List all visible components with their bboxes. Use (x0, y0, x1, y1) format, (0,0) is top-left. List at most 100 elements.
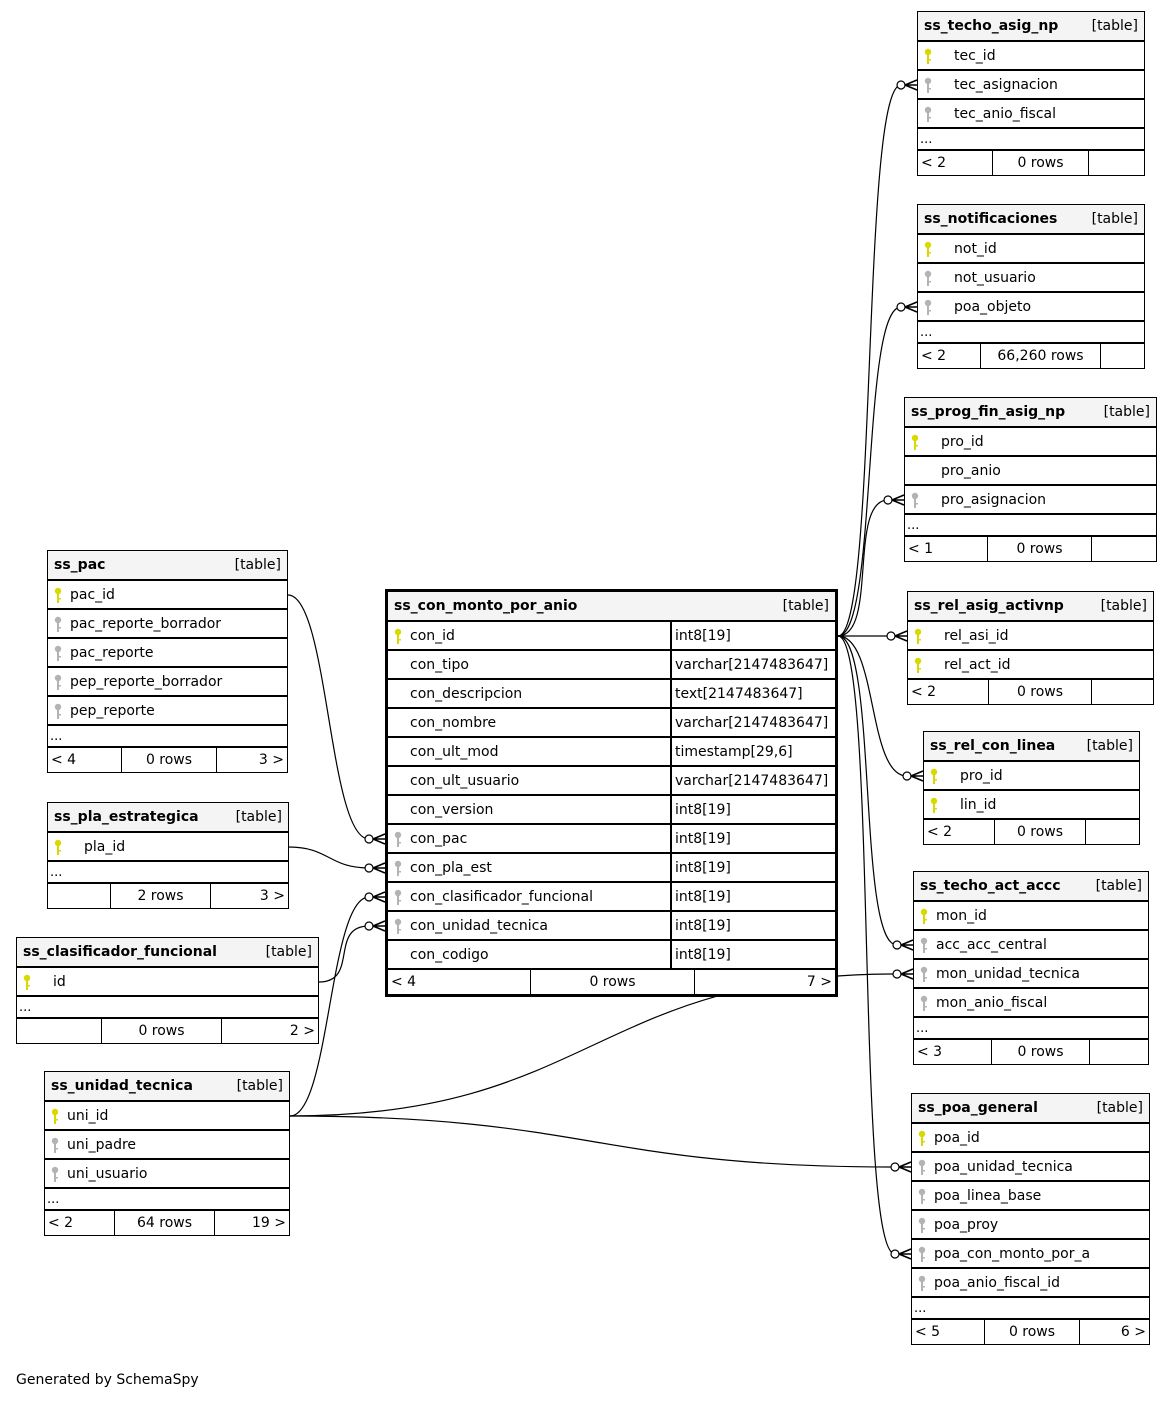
column-row[interactable]: pep_reporte_borrador (48, 668, 287, 697)
column-name[interactable]: poa_unidad_tecnica (934, 1158, 1073, 1175)
column-name[interactable]: con_version (410, 801, 494, 818)
column-name[interactable]: poa_proy (934, 1216, 999, 1233)
table-header[interactable]: ss_unidad_tecnica[table] (45, 1072, 289, 1102)
parents-link[interactable]: < 2 (918, 151, 993, 175)
column-name[interactable]: pro_anio (941, 462, 1001, 479)
column-name[interactable]: con_pla_est (410, 859, 492, 876)
column-row[interactable]: not_usuario (918, 264, 1144, 293)
column-row[interactable]: uni_padre (45, 1131, 289, 1160)
table-header[interactable]: ss_techo_act_accc[table] (914, 872, 1148, 902)
children-link[interactable] (1090, 1040, 1148, 1064)
parents-link[interactable]: < 2 (918, 344, 981, 368)
column-name[interactable]: poa_anio_fiscal_id (934, 1274, 1060, 1291)
column-name[interactable]: con_id (410, 627, 455, 644)
column-name[interactable]: con_codigo (410, 946, 489, 963)
column-row[interactable]: tec_id (918, 42, 1144, 71)
column-name[interactable]: pla_id (84, 838, 126, 855)
column-name[interactable]: tec_id (954, 47, 996, 64)
table-ss-clasificador-funcional[interactable]: ss_clasificador_funcional[table]id...0 r… (16, 937, 319, 1044)
column-row[interactable]: not_id (918, 235, 1144, 264)
column-name[interactable]: uni_id (67, 1107, 109, 1124)
children-link[interactable] (1092, 537, 1156, 561)
column-name[interactable]: tec_asignacion (954, 76, 1058, 93)
column-row[interactable]: pac_reporte (48, 639, 287, 668)
table-header[interactable]: ss_pac[table] (48, 551, 287, 581)
parents-link[interactable]: < 4 (48, 748, 122, 772)
column-row[interactable]: pep_reporte (48, 697, 287, 726)
column-name[interactable]: con_descripcion (410, 685, 523, 702)
column-row[interactable]: poa_unidad_tecnica (912, 1153, 1149, 1182)
children-link[interactable]: 3 > (259, 888, 285, 904)
table-header[interactable]: ss_rel_con_linea[table] (924, 732, 1139, 762)
column-name[interactable]: con_tipo (410, 656, 469, 673)
children-link[interactable] (1092, 680, 1153, 704)
children-link[interactable]: 7 > (806, 974, 832, 990)
column-row[interactable]: poa_proy (912, 1211, 1149, 1240)
column-row[interactable]: pac_reporte_borrador (48, 610, 287, 639)
table-name[interactable]: ss_techo_asig_np (924, 18, 1059, 34)
column-row[interactable]: tec_asignacion (918, 71, 1144, 100)
column-name[interactable]: pep_reporte (70, 702, 155, 719)
column-name[interactable]: mon_unidad_tecnica (936, 965, 1080, 982)
column-name[interactable]: pro_id (941, 433, 984, 450)
children-link[interactable] (1089, 151, 1144, 175)
column-row[interactable]: tec_anio_fiscal (918, 100, 1144, 129)
column-name[interactable]: poa_con_monto_por_a (934, 1245, 1091, 1262)
column-row[interactable]: id (17, 968, 318, 997)
table-ss-techo-asig-np[interactable]: ss_techo_asig_np[table] tec_id tec_asignac… (917, 11, 1145, 176)
table-name[interactable]: ss_pac (54, 557, 106, 573)
column-name[interactable]: not_usuario (954, 269, 1036, 286)
table-name[interactable]: ss_prog_fin_asig_np (911, 404, 1066, 420)
column-name[interactable]: acc_acc_central (936, 936, 1047, 953)
column-name[interactable]: pac_reporte_borrador (70, 615, 222, 632)
column-name[interactable]: con_ult_mod (410, 743, 499, 760)
table-header[interactable]: ss_notificaciones[table] (918, 205, 1144, 235)
column-name[interactable]: poa_objeto (954, 298, 1032, 315)
column-row[interactable]: uni_usuario (45, 1160, 289, 1189)
column-name[interactable]: con_pac (410, 830, 468, 847)
column-row[interactable]: pla_id (48, 833, 288, 862)
table-name[interactable]: ss_notificaciones (924, 211, 1058, 227)
column-row[interactable]: pro_id (924, 762, 1139, 791)
column-name[interactable]: pac_reporte (70, 644, 154, 661)
column-name[interactable]: poa_linea_base (934, 1187, 1042, 1204)
children-link[interactable]: 19 > (252, 1215, 286, 1231)
column-name[interactable]: rel_act_id (944, 656, 1011, 673)
table-header[interactable]: ss_rel_asig_activnp[table] (908, 592, 1153, 622)
column-name[interactable]: pep_reporte_borrador (70, 673, 223, 690)
column-row[interactable]: pro_anio (905, 457, 1156, 486)
column-name[interactable]: lin_id (960, 796, 997, 813)
children-link[interactable] (1101, 344, 1144, 368)
column-name[interactable]: con_clasificador_funcional (410, 888, 593, 905)
table-header[interactable]: ss_techo_asig_np[table] (918, 12, 1144, 42)
column-name[interactable]: not_id (954, 240, 997, 257)
column-row[interactable]: mon_anio_fiscal (914, 989, 1148, 1018)
table-name[interactable]: ss_pla_estrategica (54, 809, 199, 825)
parents-link[interactable] (17, 1019, 102, 1043)
parents-link[interactable]: < 2 (908, 680, 989, 704)
column-row[interactable]: acc_acc_central (914, 931, 1148, 960)
children-link[interactable] (1086, 820, 1139, 844)
children-link[interactable]: 6 > (1120, 1324, 1146, 1340)
column-row[interactable]: pro_id (905, 428, 1156, 457)
parents-link[interactable]: < 1 (905, 537, 988, 561)
column-row[interactable]: lin_id (924, 791, 1139, 820)
column-name[interactable]: mon_anio_fiscal (936, 994, 1048, 1011)
children-link[interactable]: 3 > (258, 752, 284, 768)
column-row[interactable]: poa_id (912, 1124, 1149, 1153)
